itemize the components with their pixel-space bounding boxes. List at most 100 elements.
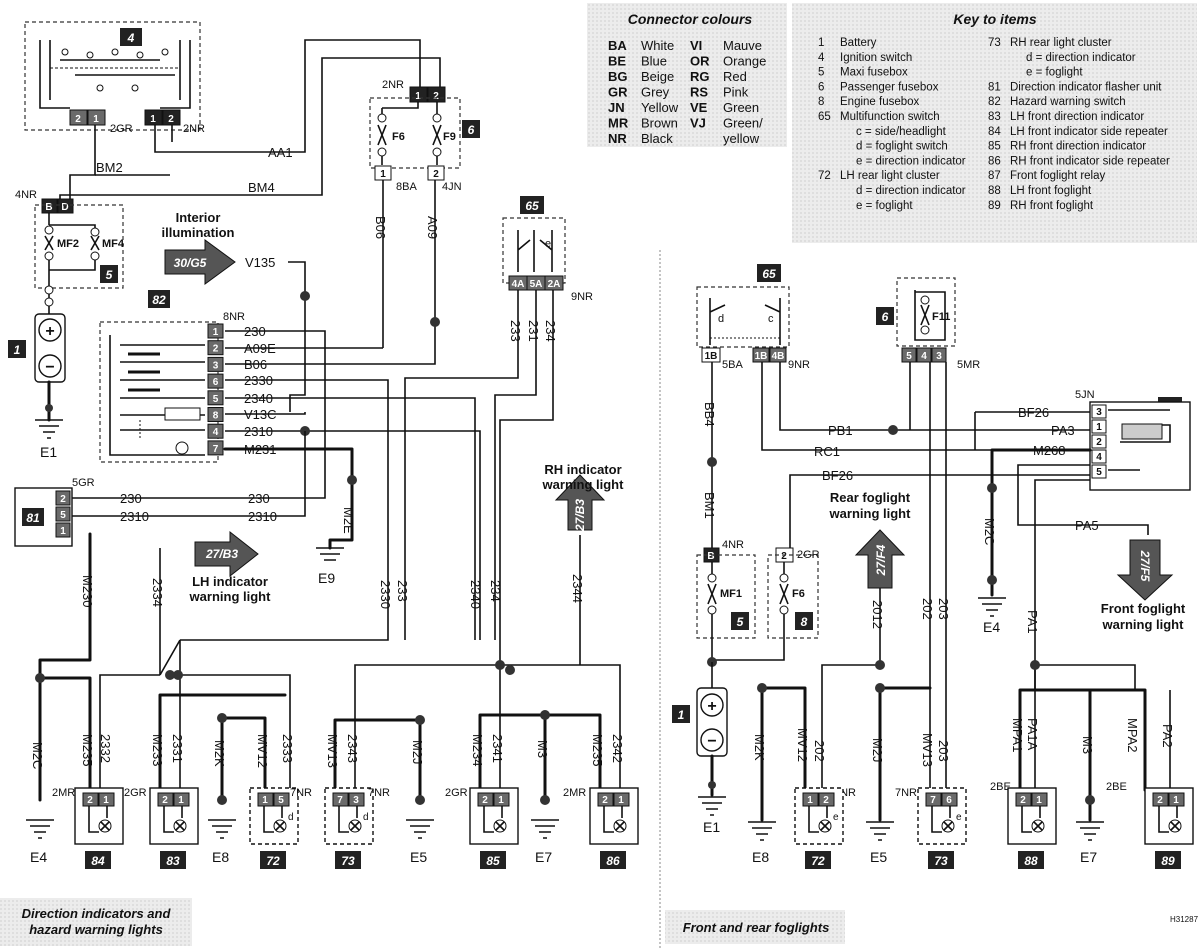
key-text: Direction indicator flasher unit	[1010, 81, 1162, 93]
lamp-pin-label: 7	[337, 795, 343, 806]
lamp-item-tag	[1155, 851, 1181, 869]
svg-text:2: 2	[75, 114, 81, 125]
arrow-30-g5-label: 30/G5	[174, 256, 207, 270]
label-2334: 2334	[150, 578, 165, 607]
key-number: 82	[988, 96, 1001, 108]
lamp-pin-label: 6	[946, 795, 952, 806]
colour-code: RG	[690, 69, 710, 84]
pin-label: 5	[213, 394, 219, 405]
lamp-pin	[1015, 792, 1032, 807]
svg-text:MPA2: MPA2	[1125, 718, 1140, 752]
lamp-pin-label: 1	[1036, 795, 1042, 806]
svg-text:+: +	[45, 323, 54, 340]
pin	[1091, 464, 1107, 479]
pin-label: 7	[213, 444, 219, 455]
arrow-27-f5	[1116, 539, 1174, 601]
lamp-pin-label: 5	[278, 795, 284, 806]
wire-m268	[990, 448, 1092, 597]
key-text: RH front foglight	[1010, 200, 1094, 212]
r-maxi-fusebox	[696, 554, 756, 639]
item-r6-tag	[876, 307, 894, 325]
svg-text:M2J: M2J	[410, 740, 425, 765]
svg-text:1: 1	[93, 114, 99, 125]
item-r8-number: 8	[801, 615, 808, 629]
left-bottom-labels: M2C M235 2332 M233 2331 M2K MV12 2333 MV…	[30, 734, 625, 769]
conn-2nr: 2NR	[183, 123, 205, 135]
pin-label: 4	[921, 351, 927, 362]
lamp-wiring	[88, 806, 108, 833]
bulb-cross	[1033, 821, 1043, 831]
ignition-switch-box	[24, 21, 201, 131]
lamp-letter: e	[956, 812, 962, 823]
lamp-pin-label: 1	[103, 795, 109, 806]
pin	[931, 347, 947, 363]
right-bottom-wires	[757, 660, 1171, 822]
lamp-item-tag	[85, 851, 111, 869]
right-title-bg	[665, 910, 845, 944]
pin-label: 5	[1096, 467, 1102, 478]
bulb-cross	[350, 821, 360, 831]
svg-text:2MR: 2MR	[52, 787, 75, 799]
svg-text:M2J: M2J	[870, 738, 885, 763]
label-pb1: PB1	[828, 423, 853, 438]
key-number: 84	[988, 126, 1001, 138]
earth-re1: E1	[703, 819, 720, 835]
item-4-number: 4	[127, 31, 135, 45]
colour-name: Yellow	[641, 100, 679, 115]
wire-231	[494, 290, 537, 640]
passenger-fusebox-box	[369, 97, 461, 169]
label-234: 234	[543, 320, 558, 342]
svg-text:c: c	[768, 313, 774, 325]
lamp-item-tag	[260, 851, 286, 869]
left-title-bg	[0, 898, 192, 946]
lamp-item-tag	[335, 851, 361, 869]
lamp-pin	[802, 792, 819, 807]
conn-2nr-top: 2NR	[382, 79, 404, 91]
key-text: Engine fusebox	[840, 96, 920, 108]
lamp-item-number: 72	[266, 854, 280, 868]
colour-code: VJ	[690, 116, 706, 131]
item-6-number: 6	[468, 123, 475, 137]
lamp-letter: d	[363, 812, 369, 823]
key-number: 85	[988, 141, 1001, 153]
label-2012: 2012	[870, 600, 885, 629]
key-text: RH front indicator side repeater	[1010, 155, 1170, 167]
right-title: Front and rear foglights	[683, 920, 830, 935]
key-number: 65	[818, 111, 831, 123]
svg-text:E7: E7	[535, 849, 552, 865]
r65-pin-4b	[769, 347, 787, 363]
lamp-item-tag	[600, 851, 626, 869]
svg-text:E5: E5	[410, 849, 427, 865]
lamp-pin-label: 1	[1173, 795, 1179, 806]
conn-5jn: 5JN	[1075, 389, 1095, 401]
lamp-pin-label: 2	[602, 795, 608, 806]
svg-text:1: 1	[380, 169, 386, 180]
svg-text:1B: 1B	[705, 351, 718, 362]
pin	[55, 490, 71, 506]
label-230: 230	[244, 324, 266, 339]
label-2330: 2330	[244, 373, 273, 388]
key-text: e = direction indicator	[856, 155, 966, 167]
pin	[901, 347, 917, 363]
label-lh-ind-1: LH indicator	[192, 574, 268, 589]
item-1-tag	[8, 340, 26, 358]
svg-text:MV13: MV13	[325, 734, 340, 768]
r-engine-fusebox	[767, 554, 819, 639]
key-number: 1	[818, 37, 824, 49]
svg-text:D: D	[61, 202, 68, 213]
ignition-switch-internals	[39, 40, 191, 109]
ignition-contacts	[61, 48, 169, 92]
pin	[207, 373, 224, 389]
key-text: LH front foglight	[1010, 185, 1092, 197]
lamp-pin	[925, 792, 942, 807]
arrow-27-b3-rh-label: 27/B3	[573, 499, 587, 532]
svg-text:2BE: 2BE	[1106, 781, 1127, 793]
conn-4jn: 4JN	[442, 181, 462, 193]
lamp-item-tag	[160, 851, 186, 869]
label-203: 203	[936, 598, 951, 620]
lamp-pin	[257, 792, 274, 807]
bulb-cross	[495, 821, 505, 831]
r-fuse-symbol	[920, 304, 930, 326]
colour-name: Green	[723, 100, 759, 115]
